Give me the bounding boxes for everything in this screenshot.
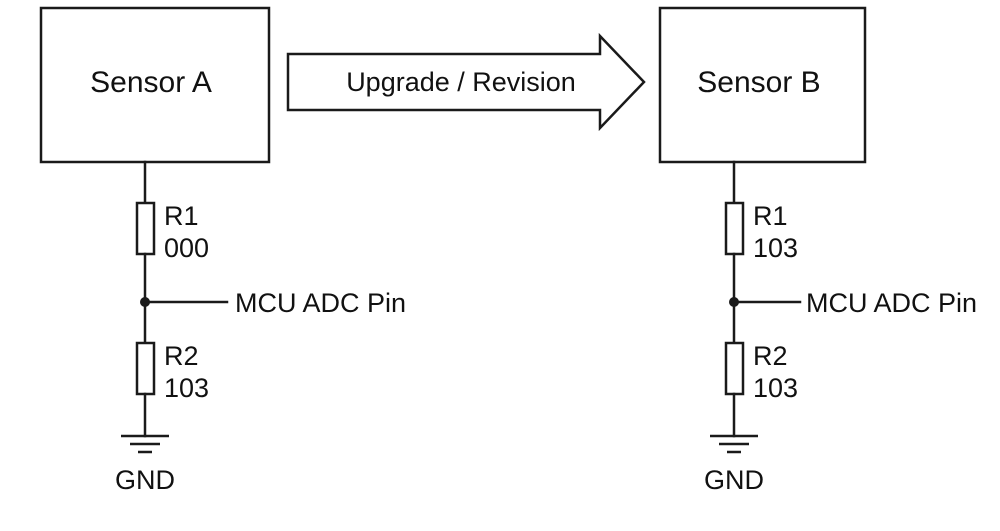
sensor-a-box [39,6,271,164]
resistor-a-r1-name: R1 [164,201,199,231]
resistor-a-r1-value: 000 [164,233,209,263]
adc-pin-label-a: MCU ADC Pin [235,288,406,318]
resistor-b-r1-name: R1 [753,201,788,231]
arrow-shape [286,32,646,132]
resistor-a-r2-name: R2 [164,341,199,371]
ground-symbol-a [121,434,169,454]
resistor-b-r1 [724,201,745,256]
adc-pin-label-b: MCU ADC Pin [806,288,977,318]
upgrade-arrow: Upgrade / Revision [286,32,646,132]
resistor-b-r2-name: R2 [753,341,788,371]
sensor-a-title: Sensor A [90,66,212,99]
sensor-b-title: Sensor B [697,66,820,99]
sensor-a-circuit: Sensor A R1 000 MCU ADC Pin R2 103 GND [39,6,406,495]
ground-symbol-b [710,434,758,454]
resistor-a-r1 [135,201,156,256]
resistor-a-r2-value: 103 [164,373,209,403]
sensor-b-circuit: Sensor B R1 103 MCU ADC Pin R2 103 GND [658,6,977,495]
arrow-label: Upgrade / Revision [346,67,576,97]
resistor-b-r1-value: 103 [753,233,798,263]
resistor-b-r2-value: 103 [753,373,798,403]
gnd-label-b: GND [704,465,764,495]
resistor-b-r2 [724,341,745,396]
sensor-b-box [658,6,867,164]
gnd-label-a: GND [115,465,175,495]
resistor-a-r2 [135,341,156,396]
